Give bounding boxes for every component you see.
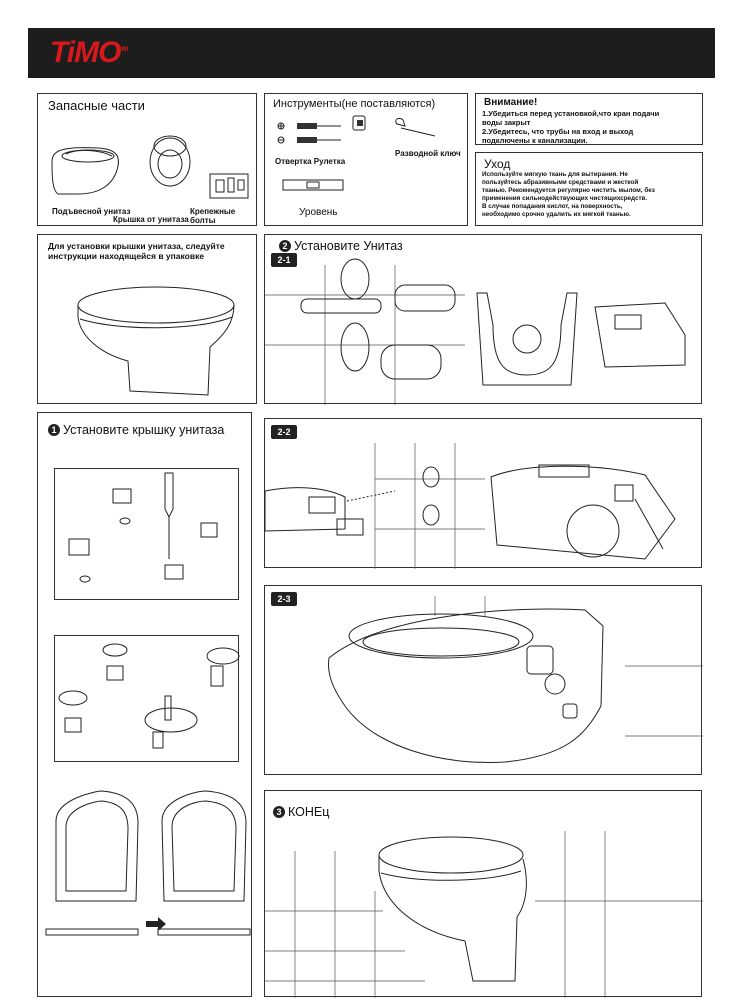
attention-title: Внимание! bbox=[484, 97, 538, 108]
step2-2-panel: 2-2 bbox=[264, 418, 702, 569]
step2-1-illustration bbox=[265, 258, 686, 405]
toilet-with-lid-illustration bbox=[77, 286, 235, 396]
brand-logo: TiMOTM bbox=[50, 36, 128, 69]
attention-text: 1.Убедиться перед установкой,что кран по… bbox=[482, 109, 660, 145]
substep-badge-2-2: 2-2 bbox=[271, 425, 297, 439]
step3-illustration bbox=[265, 831, 703, 998]
lid-note-text: Для установки крышки унитаза, следуйте и… bbox=[48, 241, 225, 261]
spare-parts-title: Запасные части bbox=[48, 98, 145, 113]
tools-title: Инструменты(не поставляются) bbox=[273, 98, 436, 110]
care-panel: Уход Используйте мягкую ткань для вытира… bbox=[475, 152, 703, 226]
step1-seat-diagram bbox=[45, 790, 251, 941]
step2-2-illustration bbox=[264, 443, 676, 569]
tools-illustration bbox=[277, 115, 436, 191]
label-fixing-bolts: Крепежные болты bbox=[190, 207, 236, 225]
label-wall-hung-toilet: Подъвесной унитаз bbox=[52, 207, 131, 216]
tools-panel: Инструменты(не поставляются) Отвертка Ру… bbox=[264, 93, 468, 226]
attention-panel: Внимание! 1.Убедиться перед установкой,ч… bbox=[475, 93, 703, 145]
care-text: Используйте мягкую ткань для вытирания. … bbox=[482, 171, 655, 218]
label-wrench: Разводной ключ bbox=[395, 149, 461, 158]
spare-parts-panel: Запасные части Подъвесной унитаз Крышка … bbox=[37, 93, 257, 226]
lid-note-panel: Для установки крышки унитаза, следуйте и… bbox=[37, 234, 257, 404]
step2-3-panel: 2-3 bbox=[264, 585, 703, 775]
step1-figure-b bbox=[54, 635, 240, 762]
step1-figure-a bbox=[54, 468, 239, 600]
label-seat-lid: Крышка от унитаза bbox=[113, 215, 189, 224]
label-screwdriver-tape: Отвертка Рулетка bbox=[275, 157, 346, 166]
label-level: Уровень bbox=[299, 207, 338, 218]
care-title: Уход bbox=[484, 157, 511, 171]
spare-parts-illustration bbox=[51, 135, 249, 199]
substep-badge-2-3: 2-3 bbox=[271, 592, 297, 606]
substep-badge-2-1: 2-1 bbox=[271, 253, 297, 267]
header-bar: TiMOTM bbox=[28, 28, 715, 78]
step2-3-illustration bbox=[328, 596, 703, 764]
